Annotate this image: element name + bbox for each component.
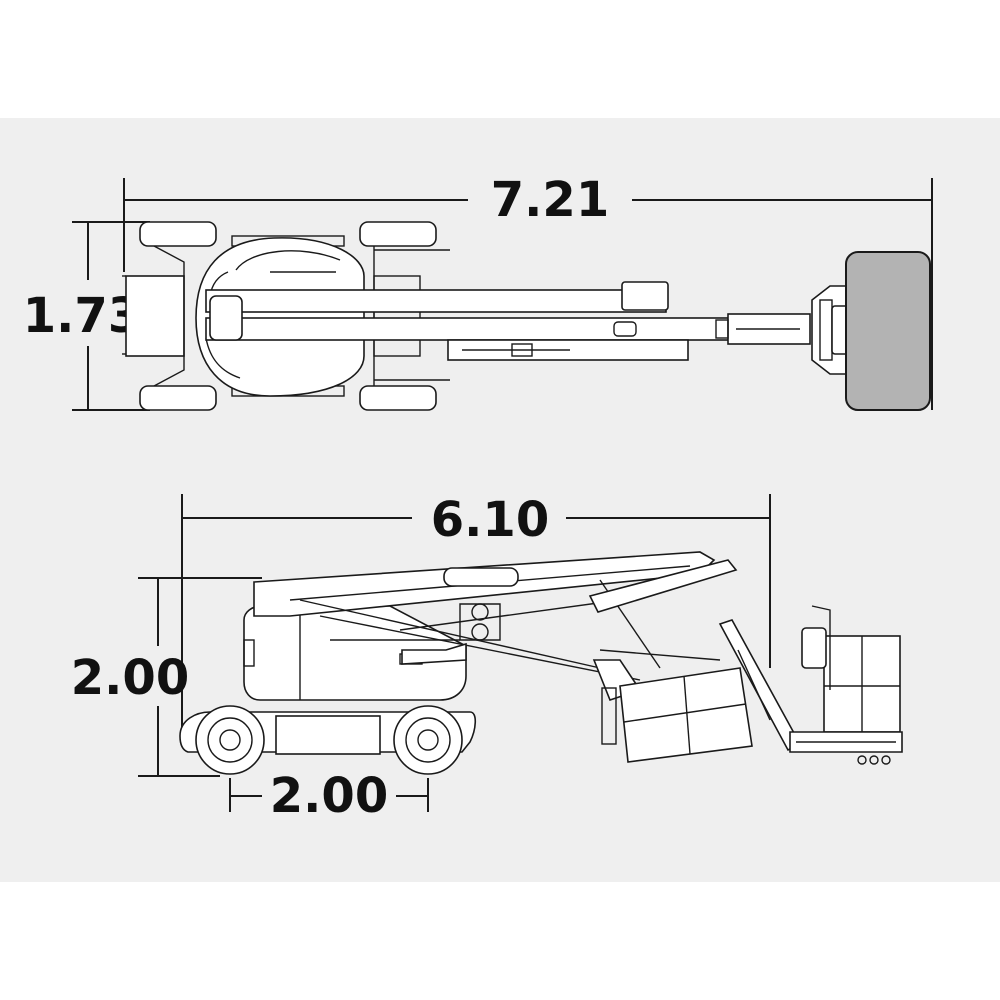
- overall-length-dimension: 7.21: [123, 172, 933, 410]
- wheelbase-label: 2.00: [270, 768, 388, 824]
- height-label: 2.00: [71, 650, 189, 706]
- turntable: [195, 237, 365, 397]
- front-wheel: [393, 705, 463, 775]
- stowed-length-dimension: 6.10: [181, 492, 771, 730]
- basket-top: [811, 251, 931, 411]
- rear-wheel: [195, 705, 265, 775]
- platform-side: [789, 605, 903, 765]
- boom-top: [205, 281, 811, 361]
- side-view: 6.10 2.00 2.00: [71, 492, 903, 824]
- height-dimension: 2.00: [71, 577, 262, 777]
- stowed-jib: [601, 667, 753, 763]
- top-view: 7.21 1.73: [23, 172, 933, 411]
- width-label: 1.73: [23, 288, 141, 344]
- wheelbase-dimension: 2.00: [229, 768, 429, 824]
- width-dimension: 1.73: [23, 221, 150, 411]
- stowed-length-label: 6.10: [431, 492, 549, 548]
- overall-length-label: 7.21: [491, 172, 609, 228]
